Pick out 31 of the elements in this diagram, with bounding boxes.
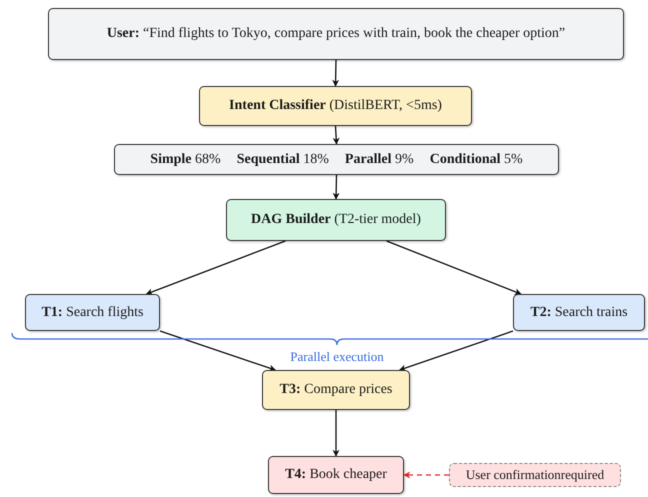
process-box	[226, 199, 446, 241]
arrow	[403, 472, 449, 478]
arrow	[332, 410, 340, 457]
node-text: T4: Book cheaper	[285, 467, 387, 483]
arrow	[386, 240, 522, 295]
arrow	[332, 126, 340, 145]
node-text: Conditional 5%	[430, 152, 523, 168]
process-box	[262, 370, 410, 410]
node-text: Simple 68%	[150, 152, 221, 168]
note-box	[449, 463, 621, 487]
node-text: DAG Builder (T2-tier model)	[251, 212, 421, 228]
process-box	[199, 86, 472, 126]
node-text: T2: Search trains	[530, 304, 628, 320]
brace-label: Parallel execution	[290, 349, 384, 365]
arrow	[398, 330, 514, 372]
process-box	[48, 8, 624, 60]
category-bar	[114, 144, 559, 175]
process-box	[25, 294, 160, 331]
node-text: T3: Compare prices	[280, 382, 392, 398]
node-text: Sequential 18%	[236, 152, 329, 168]
arrow	[160, 330, 276, 372]
arrow	[332, 60, 340, 87]
process-box	[513, 294, 645, 331]
process-box	[268, 456, 404, 494]
node-text: T1: Search flights	[42, 304, 144, 320]
node-text: User: “Find flights to Tokyo, compare prices with train, book the cheaper option”	[106, 26, 566, 42]
node-text: Parallel 9%	[344, 152, 414, 168]
node-text: User confirmationrequired	[466, 467, 604, 483]
arrow	[332, 174, 340, 200]
arrow	[146, 240, 286, 296]
node-text: Intent Classifier (DistilBERT, <5ms)	[229, 98, 442, 114]
